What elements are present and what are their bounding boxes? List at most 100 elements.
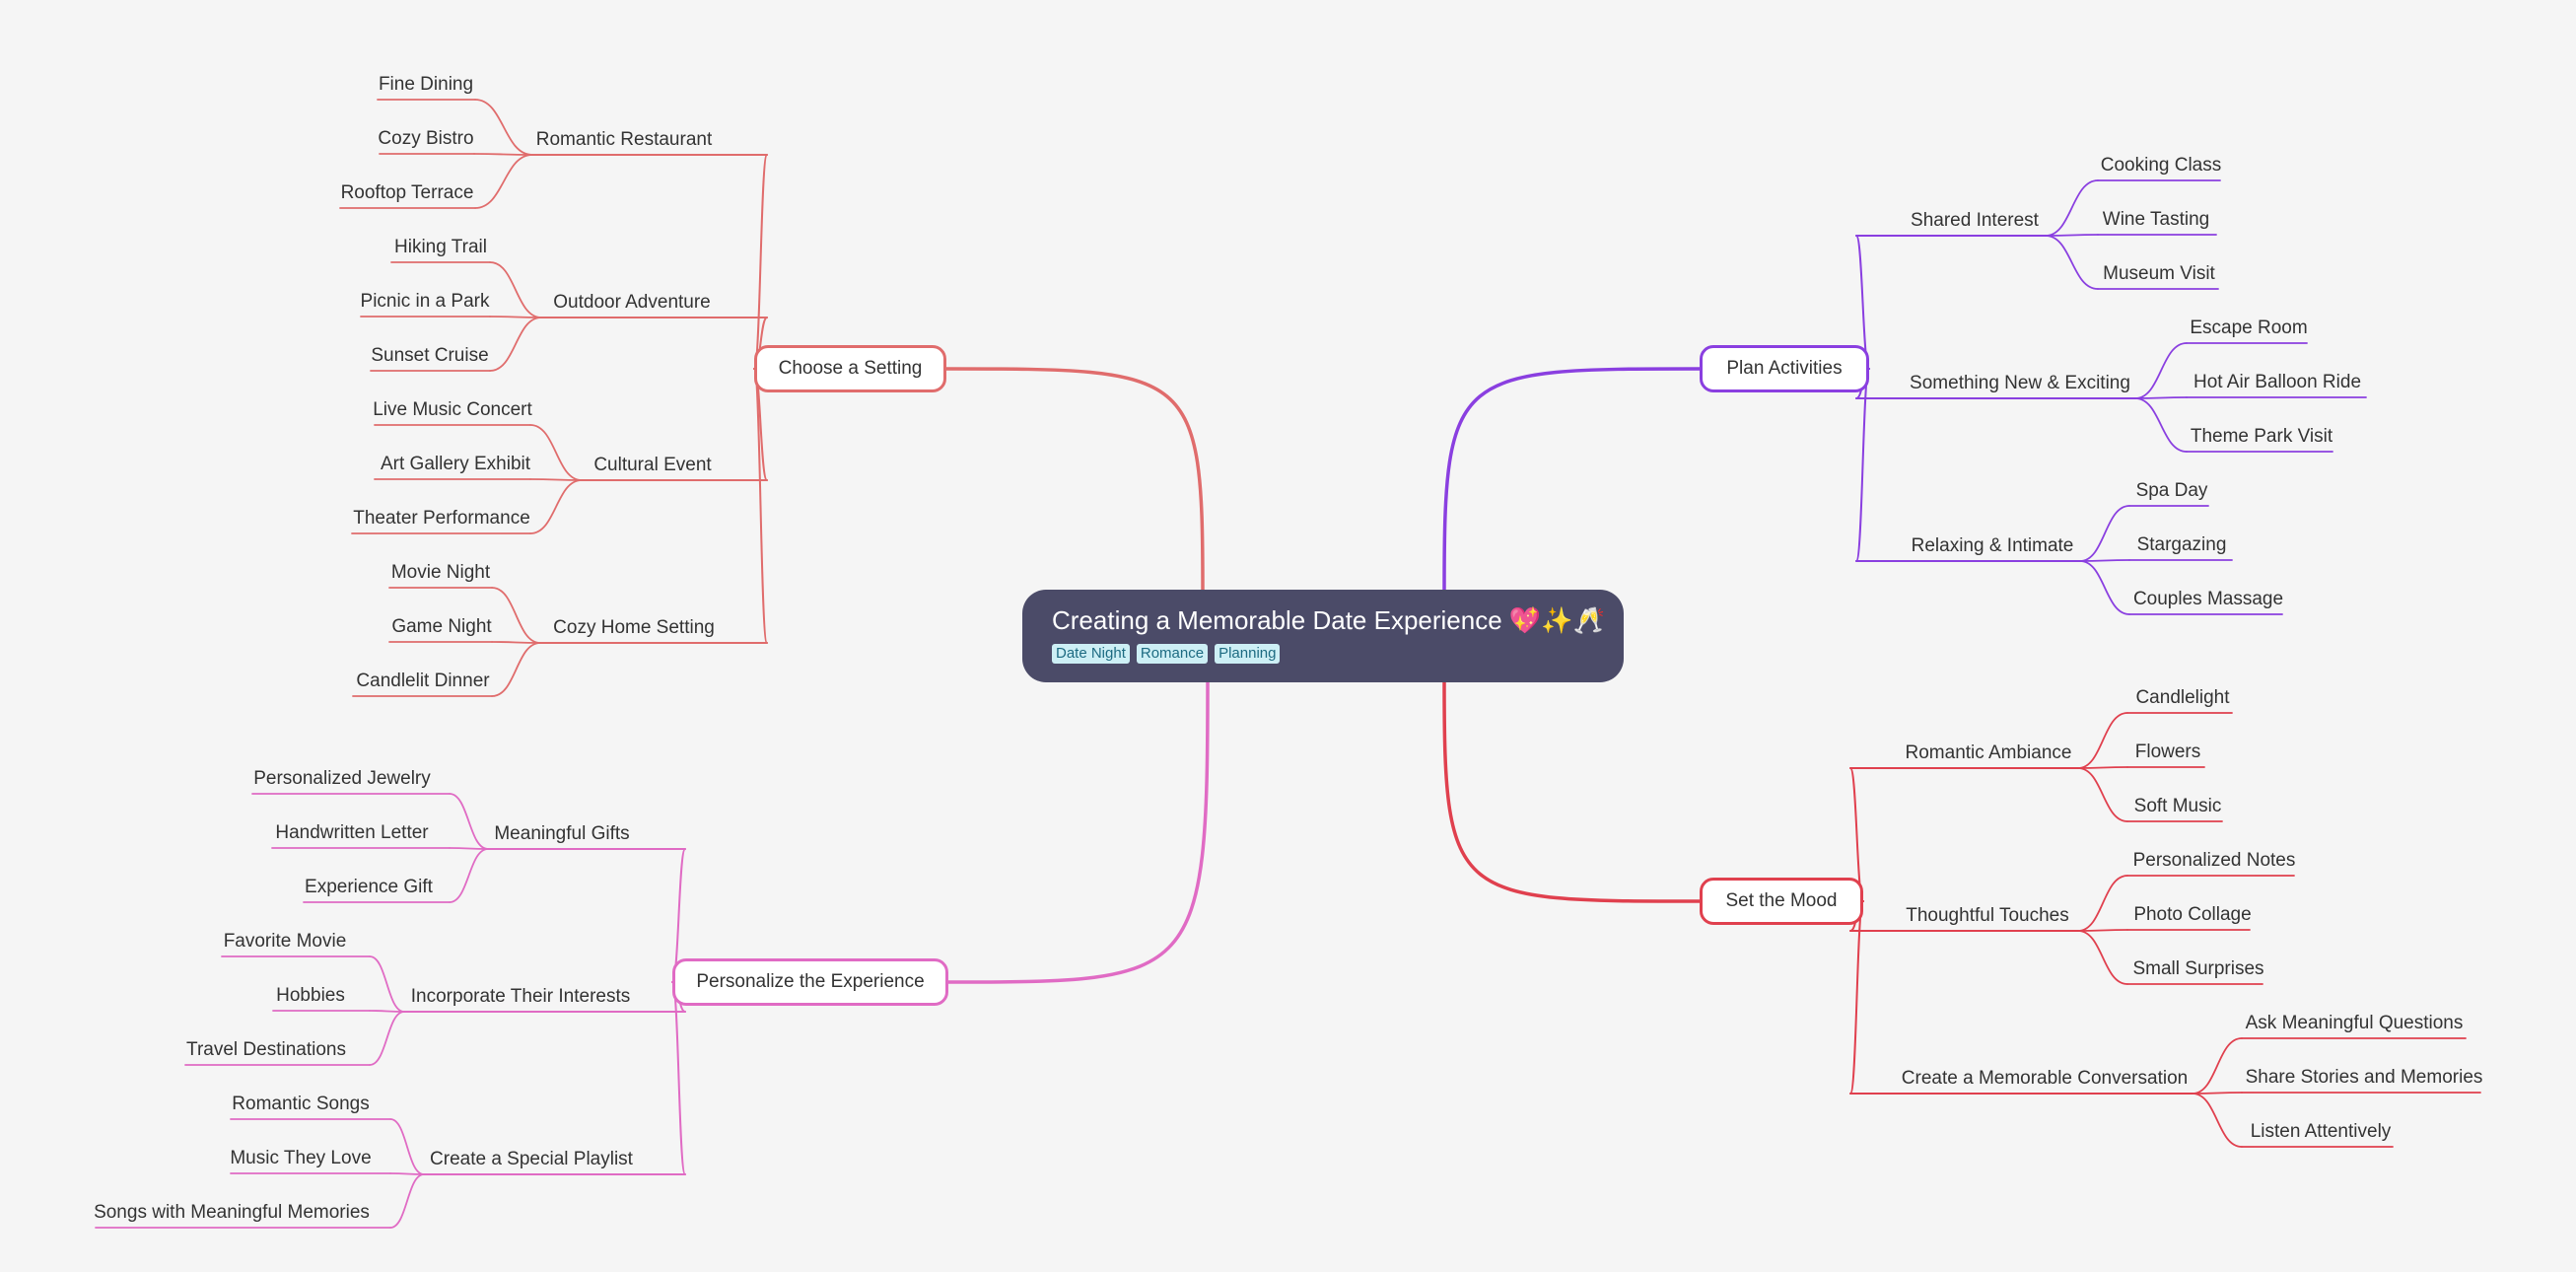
leaf-theater-performance[interactable]: Theater Performance <box>353 508 530 529</box>
leaf-link-hiking-trail <box>489 261 542 318</box>
root-title-emoji: 💖✨🥂 <box>1508 606 1606 636</box>
leaf-link-share-stories-and-memories <box>2192 1092 2243 1095</box>
main-link-activities <box>1442 367 1702 592</box>
leaf-cooking-class[interactable]: Cooking Class <box>2100 155 2222 176</box>
leaf-link-personalized-notes <box>2077 875 2128 932</box>
leaf-listen-attentively[interactable]: Listen Attentively <box>2250 1121 2392 1142</box>
leaf-favorite-movie[interactable]: Favorite Movie <box>223 931 347 952</box>
leaf-candlelit-dinner[interactable]: Candlelit Dinner <box>356 671 490 691</box>
main-node-label: Set the Mood <box>1725 890 1838 911</box>
branch-incorporate-their-interests[interactable]: Incorporate Their Interests <box>410 986 631 1007</box>
branch-thoughtful-touches[interactable]: Thoughtful Touches <box>1906 905 2069 926</box>
leaf-hobbies[interactable]: Hobbies <box>276 985 345 1006</box>
leaf-link-ask-meaningful-questions <box>2192 1037 2243 1095</box>
branch-create-a-memorable-conversation[interactable]: Create a Memorable Conversation <box>1901 1068 2189 1089</box>
leaf-travel-destinations[interactable]: Travel Destinations <box>186 1039 346 1060</box>
leaf-candlelight[interactable]: Candlelight <box>2135 687 2230 708</box>
branch-outdoor-adventure[interactable]: Outdoor Adventure <box>553 292 711 313</box>
leaf-cozy-bistro[interactable]: Cozy Bistro <box>378 128 474 149</box>
main-node-setting[interactable]: Choose a Setting <box>754 345 946 392</box>
leaf-link-small-surprises <box>2077 930 2128 985</box>
branch-romantic-ambiance[interactable]: Romantic Ambiance <box>1905 742 2072 763</box>
root-tags: Date Night Romance Planning <box>1052 644 1594 664</box>
leaf-link-cozy-bistro <box>473 153 533 156</box>
root-title-text: Creating a Memorable Date Experience <box>1052 605 1502 635</box>
leaf-link-candlelit-dinner <box>491 642 541 697</box>
leaf-picnic-in-a-park[interactable]: Picnic in a Park <box>360 291 490 312</box>
leaf-link-hot-air-balloon-ride <box>2134 396 2188 399</box>
tag-romance[interactable]: Romance <box>1136 644 1209 664</box>
main-node-personalize[interactable]: Personalize the Experience <box>672 958 948 1006</box>
leaf-personalized-notes[interactable]: Personalized Notes <box>2132 850 2296 871</box>
leaf-stargazing[interactable]: Stargazing <box>2136 534 2227 555</box>
leaf-link-sunset-cruise <box>489 317 542 372</box>
leaf-escape-room[interactable]: Escape Room <box>2190 318 2308 338</box>
leaf-link-wine-tasting <box>2045 234 2099 237</box>
leaf-link-candlelight <box>2077 712 2128 769</box>
leaf-link-travel-destinations <box>369 1011 405 1066</box>
leaf-link-listen-attentively <box>2192 1093 2243 1148</box>
leaf-fine-dining[interactable]: Fine Dining <box>378 74 474 95</box>
leaf-movie-night[interactable]: Movie Night <box>390 562 491 583</box>
main-link-personalize <box>946 680 1210 984</box>
branch-relaxing-and-intimate[interactable]: Relaxing & Intimate <box>1911 535 2074 556</box>
leaf-link-personalized-jewelry <box>449 793 489 850</box>
branch-shared-interest[interactable]: Shared Interest <box>1911 210 2039 231</box>
branch-something-new-and-exciting[interactable]: Something New & Exciting <box>1910 373 2130 393</box>
leaf-theme-park-visit[interactable]: Theme Park Visit <box>2190 426 2333 447</box>
leaf-hot-air-balloon-ride[interactable]: Hot Air Balloon Ride <box>2193 372 2362 392</box>
leaf-couples-massage[interactable]: Couples Massage <box>2132 589 2284 609</box>
leaf-link-theater-performance <box>529 479 583 534</box>
leaf-link-couples-massage <box>2079 560 2130 615</box>
branch-meaningful-gifts[interactable]: Meaningful Gifts <box>494 823 630 844</box>
leaf-sunset-cruise[interactable]: Sunset Cruise <box>371 345 489 366</box>
leaf-handwritten-letter[interactable]: Handwritten Letter <box>275 822 429 843</box>
root-node[interactable]: Creating a Memorable Date Experience 💖✨🥂… <box>1022 590 1624 682</box>
leaf-small-surprises[interactable]: Small Surprises <box>2132 958 2264 979</box>
leaf-link-romantic-songs <box>389 1118 425 1175</box>
tag-date-night[interactable]: Date Night <box>1052 644 1130 664</box>
leaf-wine-tasting[interactable]: Wine Tasting <box>2102 209 2210 230</box>
leaf-live-music-concert[interactable]: Live Music Concert <box>373 399 532 420</box>
main-node-activities[interactable]: Plan Activities <box>1700 345 1869 392</box>
leaf-spa-day[interactable]: Spa Day <box>2135 480 2208 501</box>
leaf-flowers[interactable]: Flowers <box>2134 742 2201 762</box>
leaf-link-rooftop-terrace <box>474 154 533 209</box>
leaf-link-art-gallery-exhibit <box>529 478 583 481</box>
leaf-link-stargazing <box>2079 559 2130 562</box>
leaf-songs-with-meaningful-memories[interactable]: Songs with Meaningful Memories <box>94 1202 370 1223</box>
leaf-rooftop-terrace[interactable]: Rooftop Terrace <box>340 182 474 203</box>
tag-planning[interactable]: Planning <box>1215 644 1281 664</box>
leaf-ask-meaningful-questions[interactable]: Ask Meaningful Questions <box>2245 1013 2464 1033</box>
leaf-soft-music[interactable]: Soft Music <box>2133 796 2222 816</box>
leaf-museum-visit[interactable]: Museum Visit <box>2103 263 2215 284</box>
branch-cultural-event[interactable]: Cultural Event <box>593 455 712 475</box>
leaf-link-music-they-love <box>389 1172 425 1175</box>
leaf-link-theme-park-visit <box>2134 397 2188 453</box>
leaf-link-spa-day <box>2079 505 2130 562</box>
main-node-mood[interactable]: Set the Mood <box>1700 878 1863 925</box>
leaf-link-hobbies <box>369 1010 405 1013</box>
leaf-hiking-trail[interactable]: Hiking Trail <box>394 237 487 257</box>
leaf-game-night[interactable]: Game Night <box>391 616 492 637</box>
leaf-experience-gift[interactable]: Experience Gift <box>305 877 433 897</box>
leaf-art-gallery-exhibit[interactable]: Art Gallery Exhibit <box>380 454 531 474</box>
leaf-link-cooking-class <box>2045 179 2099 237</box>
leaf-link-escape-room <box>2134 342 2188 399</box>
main-node-label: Plan Activities <box>1726 358 1843 379</box>
branch-cozy-home-setting[interactable]: Cozy Home Setting <box>553 617 715 638</box>
leaf-personalized-jewelry[interactable]: Personalized Jewelry <box>253 768 431 789</box>
leaf-link-picnic-in-a-park <box>489 316 542 318</box>
leaf-link-favorite-movie <box>369 955 405 1013</box>
branch-create-a-special-playlist[interactable]: Create a Special Playlist <box>430 1149 633 1169</box>
leaf-photo-collage[interactable]: Photo Collage <box>2133 904 2252 925</box>
main-link-mood <box>1442 680 1702 903</box>
branch-romantic-restaurant[interactable]: Romantic Restaurant <box>535 129 713 150</box>
root-title: Creating a Memorable Date Experience 💖✨🥂 <box>1052 603 1605 638</box>
leaf-romantic-songs[interactable]: Romantic Songs <box>232 1094 370 1114</box>
leaf-share-stories-and-memories[interactable]: Share Stories and Memories <box>2245 1067 2483 1088</box>
leaf-link-game-night <box>491 641 541 644</box>
leaf-music-they-love[interactable]: Music They Love <box>230 1148 372 1168</box>
